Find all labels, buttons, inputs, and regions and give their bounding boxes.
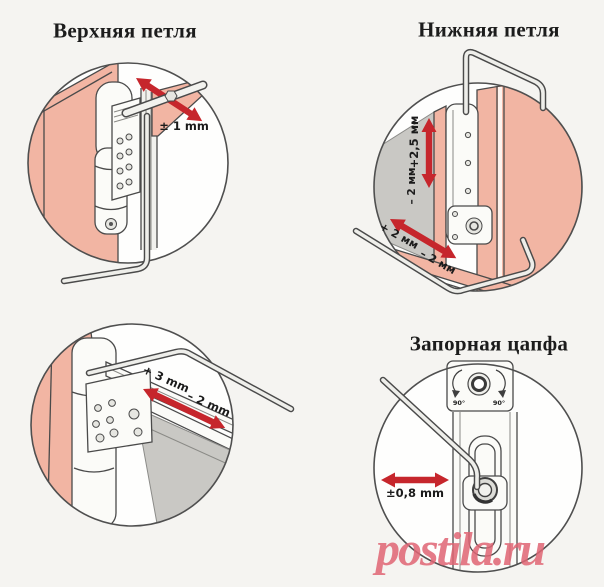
lateral-adjustment-arrow-icon	[390, 219, 457, 259]
allen-key-top-icon	[462, 48, 547, 116]
allen-key-icon	[60, 112, 151, 285]
stay-arm	[121, 80, 208, 118]
rotation-detail-box	[446, 360, 514, 412]
vertical-adjustment-arrow-icon	[421, 118, 437, 188]
watermark: postila.ru	[376, 523, 546, 576]
locking-cam-range-label: ±0,8 mm	[386, 486, 444, 500]
lower-hinge-vertical-minus-label: – 2 мм	[406, 167, 418, 205]
hinge	[94, 97, 141, 235]
locking-cam-diagram	[373, 360, 583, 573]
allen-key-bottom-icon	[352, 227, 536, 295]
rotation-right-label: 90°	[492, 399, 506, 407]
lower-hinge-diagram	[352, 48, 583, 295]
locking-cam-title: Запорная цапфа	[409, 331, 569, 356]
adjustment-arrow-icon	[381, 472, 449, 488]
upper-hinge-title: Верхняя петля	[53, 18, 197, 43]
rotate-left-arrow-icon	[452, 369, 463, 398]
allen-key-icon	[379, 376, 481, 491]
rotate-right-arrow-icon	[495, 369, 506, 398]
lower-hinge-vertical-plus-label: +2,5 мм	[407, 115, 421, 169]
window-frame	[28, 63, 205, 263]
rotation-left-label: 90°	[452, 399, 466, 407]
adjustment-arrow-icon	[143, 388, 226, 429]
hinge-plate	[85, 369, 153, 453]
upper-hinge-range-label: ± 1 mm	[159, 119, 209, 133]
upper-hinge-diagram	[27, 62, 229, 285]
locking-cam	[462, 475, 508, 511]
allen-key-icon	[85, 348, 295, 413]
hinge	[445, 103, 493, 245]
lower-hinge-title: Нижняя петля	[418, 17, 560, 42]
corner-hinge-diagram	[30, 323, 295, 527]
window-frame	[374, 83, 582, 291]
